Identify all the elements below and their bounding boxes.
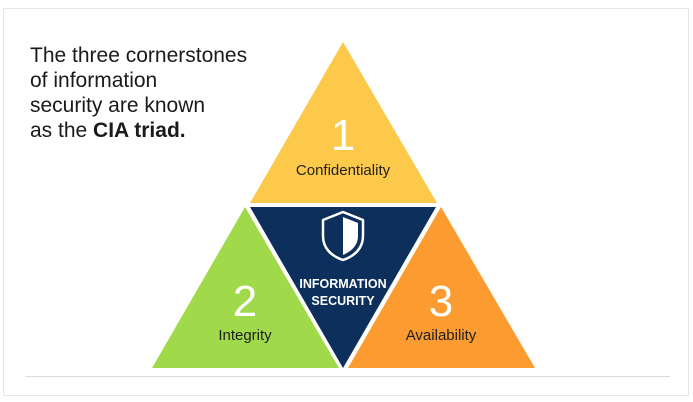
information-security-triangle: [250, 207, 436, 368]
confidentiality-number: 1: [331, 111, 355, 160]
intro-line-4-prefix: as the: [30, 119, 94, 142]
intro-line-2: of information: [30, 69, 158, 92]
integrity-number: 2: [233, 277, 257, 326]
intro-line-1: The three cornerstones: [30, 44, 248, 67]
intro-line-3: security are known: [30, 94, 206, 117]
confidentiality-label: Confidentiality: [296, 162, 391, 179]
cia-triad-emphasis: CIA triad.: [93, 119, 186, 142]
center-label-line-1: INFORMATION: [299, 277, 386, 291]
confidentiality-triangle: [250, 42, 437, 203]
shield-icon: [321, 210, 365, 262]
availability-label: Availability: [406, 327, 477, 344]
bottom-divider: [25, 376, 670, 377]
intro-text: The three cornerstones of information se…: [30, 43, 300, 143]
availability-number: 3: [429, 277, 453, 326]
intro-line-4: as the CIA triad.: [30, 118, 300, 143]
center-label-line-2: SECURITY: [311, 294, 375, 308]
integrity-triangle: [152, 207, 339, 368]
integrity-label: Integrity: [218, 327, 272, 344]
availability-triangle: [348, 207, 535, 368]
